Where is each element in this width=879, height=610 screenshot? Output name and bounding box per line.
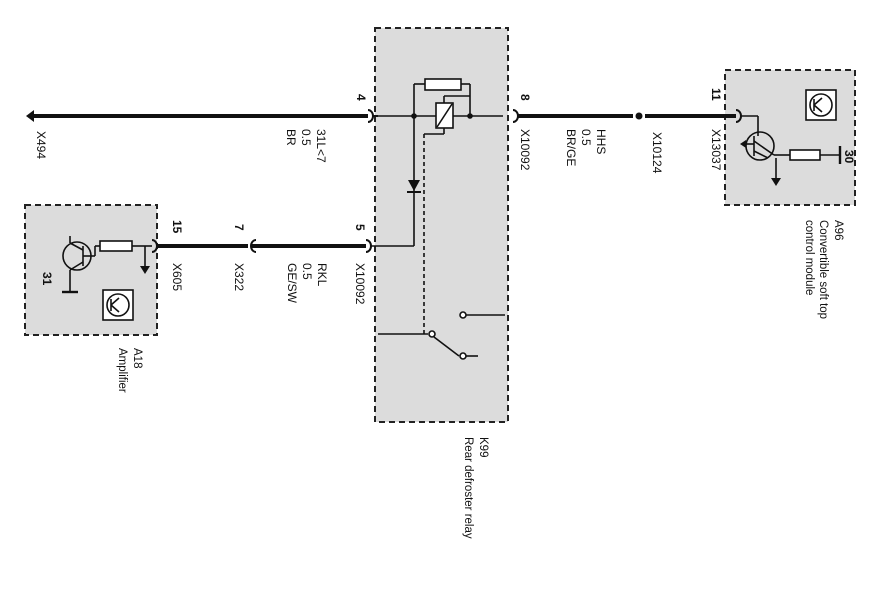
wire-bottom-code: RKL [315, 263, 329, 287]
wire-bottom-color: GE/SW [285, 263, 299, 304]
wire-top-right-color: BR/GE [564, 129, 578, 166]
wire-top-left-size: 0.5 [299, 129, 313, 146]
module-chip-icon [102, 289, 134, 321]
x322-connector-label: X322 [232, 263, 246, 291]
wire-bottom-size: 0.5 [300, 263, 314, 280]
x10092-top-connector-label: X10092 [518, 129, 532, 171]
a18-component-id: A18 [131, 348, 143, 368]
a18-internal-circuit [62, 236, 146, 321]
junction-dot-8 [467, 113, 473, 119]
pin-31-label: 31 [40, 272, 54, 286]
resistor-icon [789, 149, 821, 161]
x605-connector-label: X605 [170, 263, 184, 291]
module-chip-icon [805, 89, 837, 121]
pin-15-label: 15 [170, 220, 184, 234]
bottom-wire [145, 239, 414, 253]
x494-connector-icon [26, 110, 34, 122]
resistor-icon [424, 78, 462, 91]
x13037-connector-label: X13037 [709, 129, 723, 171]
pin-8-label: 8 [518, 94, 532, 101]
pin-11-label: 11 [709, 88, 723, 101]
a96-component-name-line1: Convertible soft top [817, 220, 829, 319]
k99-internal-circuit [413, 78, 471, 334]
ground-arrow-icon [771, 178, 781, 186]
pin-7-label: 7 [232, 224, 246, 231]
x10092-bottom-connector-label: X10092 [353, 263, 367, 305]
diode-icon [408, 180, 420, 191]
pin-5-label: 5 [353, 224, 367, 231]
k99-component-name: Rear defroster relay [462, 437, 474, 539]
pin-30-label: 30 [842, 150, 856, 164]
k99-module-box [374, 27, 509, 423]
resistor-icon [99, 240, 133, 252]
x10124-splice-icon [635, 112, 643, 120]
pin-4-label: 4 [354, 94, 368, 101]
wire-top-right-size: 0.5 [579, 129, 593, 146]
x10124-connector-label: X10124 [650, 132, 664, 174]
a96-component-id: A96 [832, 220, 844, 240]
a96-component-name-line2: control module [803, 220, 815, 295]
switch-contact-icon [378, 311, 505, 360]
a18-module-box [24, 204, 158, 336]
wire-top-left-color: BR [284, 129, 298, 146]
a18-component-name: Amplifier [116, 348, 128, 393]
k99-component-id: K99 [477, 437, 489, 457]
ground-arrow-icon [740, 140, 746, 148]
wire-top-left-code: 31L<7 [314, 129, 328, 163]
junction-dot-4 [411, 113, 417, 119]
wire-top-right-code: HHS [594, 129, 608, 154]
x494-connector-label: X494 [34, 131, 48, 159]
ground-arrow-icon [140, 266, 150, 274]
